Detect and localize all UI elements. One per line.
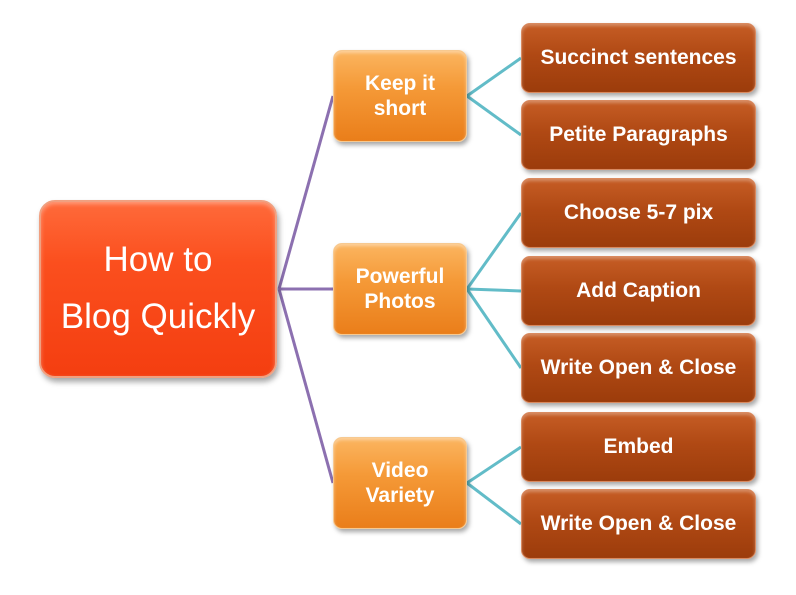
leaf-node-choose-pix: Choose 5-7 pix <box>521 178 756 248</box>
leaf-node-embed: Embed <box>521 412 756 482</box>
leaf-connector <box>466 445 522 485</box>
leaf-node-add-caption: Add Caption <box>521 256 756 326</box>
leaf-connector <box>466 287 522 293</box>
leaf-connector <box>465 212 523 290</box>
leaf-node-succinct-sentences: Succinct sentences <box>521 23 756 93</box>
root-connector <box>277 288 335 484</box>
branch-node-video-variety: Video Variety <box>333 437 467 529</box>
leaf-connector <box>466 94 522 137</box>
branch-node-powerful-photos: Powerful Photos <box>333 243 467 335</box>
root-connector <box>277 95 335 290</box>
leaf-node-write-open-close-photos: Write Open & Close <box>521 333 756 403</box>
leaf-connector <box>465 288 523 369</box>
leaf-node-write-open-close-video: Write Open & Close <box>521 489 756 559</box>
branch-node-keep-it-short: Keep it short <box>333 50 467 142</box>
root-node: How to Blog Quickly <box>39 200 277 378</box>
leaf-node-petite-paragraphs: Petite Paragraphs <box>521 100 756 170</box>
leaf-connector <box>466 481 522 526</box>
leaf-connector <box>466 56 522 98</box>
